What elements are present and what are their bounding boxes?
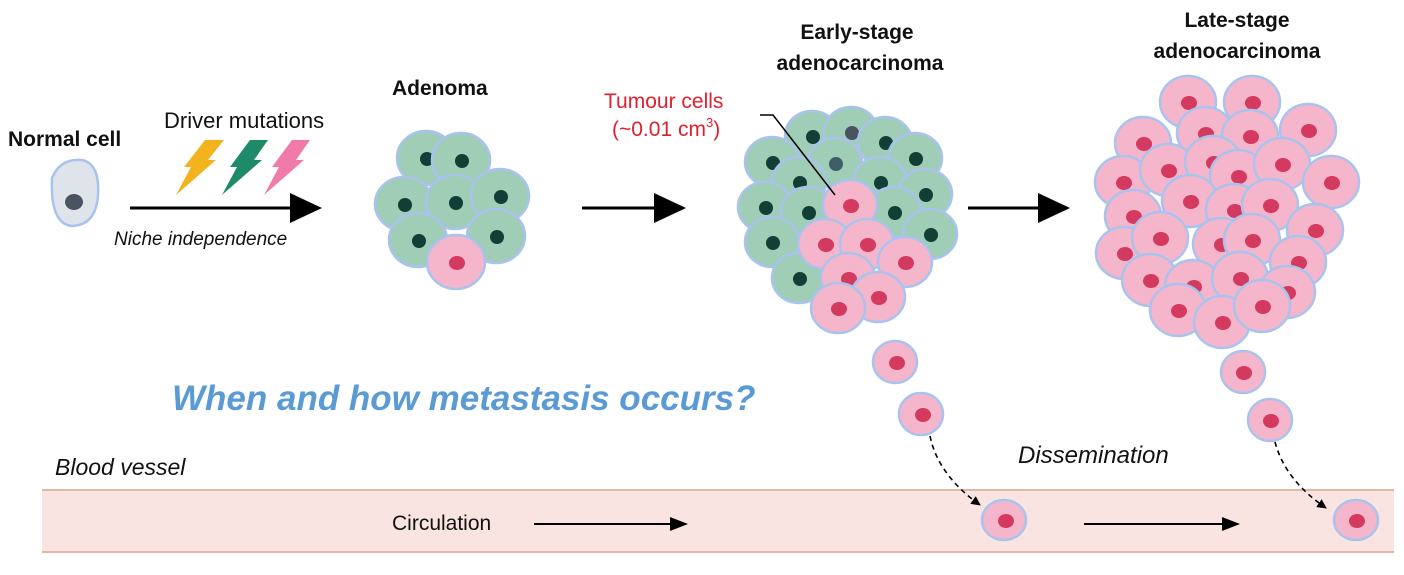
adenoma-cell-nucleus	[766, 236, 780, 250]
tumour-cell-nucleus	[1245, 96, 1261, 110]
tumour-cell-nucleus	[1231, 170, 1247, 184]
adenoma-cell-nucleus	[398, 198, 412, 212]
tumour-cell-nucleus	[831, 302, 847, 316]
blood-vessel-label: Blood vessel	[55, 454, 186, 480]
late-stage-label-line2: adenocarcinoma	[1154, 40, 1321, 63]
adenoma-cell-nucleus	[879, 136, 893, 150]
adenoma-cluster	[373, 129, 531, 291]
driver-mutations-label: Driver mutations	[164, 108, 324, 133]
tumour-volume-prefix: (~0.01 cm	[612, 118, 706, 141]
tumour-volume-suffix: )	[713, 118, 720, 141]
late-stage-label-line1: Late-stage	[1184, 9, 1289, 32]
tumour-cell-nucleus	[1243, 130, 1259, 144]
tumour-cell-nucleus	[449, 256, 465, 270]
tumour-cell-nucleus	[1136, 137, 1152, 151]
adenoma-cell-nucleus	[490, 230, 504, 244]
adenoma-cell-nucleus	[806, 130, 820, 144]
tumour-cell-nucleus	[818, 238, 834, 252]
adenoma-label: Adenoma	[392, 77, 488, 100]
tumour-cells-pointer-line	[760, 114, 836, 196]
adenoma-cell-nucleus	[829, 157, 843, 171]
circulation-arrow-head	[670, 517, 688, 531]
yellow-lightning-icon	[176, 140, 224, 195]
disseminating-cell-nucleus	[1263, 414, 1279, 428]
adenoma-cell-nucleus	[802, 206, 816, 220]
tumour-cell-nucleus	[871, 291, 887, 305]
circulation-label: Circulation	[392, 512, 491, 535]
disseminating-cell-nucleus	[1236, 366, 1252, 380]
adenoma-cell-nucleus	[759, 201, 773, 215]
tumour-cell-nucleus	[898, 256, 914, 270]
late-dissemination-path	[1274, 441, 1327, 509]
adenoma-cell-nucleus	[793, 272, 807, 286]
tumour-cell-nucleus	[1117, 247, 1133, 261]
late-stage-cluster	[1093, 74, 1361, 350]
circulating-cell-late	[1332, 498, 1380, 542]
tumour-cell-nucleus	[841, 272, 857, 286]
adenoma-cell-nucleus	[420, 152, 434, 166]
progression-arrow-1-head	[290, 193, 322, 223]
tumour-cell-nucleus	[1215, 316, 1231, 330]
tumour-cell-nucleus	[1227, 204, 1243, 218]
disseminating-cell-nucleus	[889, 356, 905, 370]
tumour-cell-nucleus	[1275, 158, 1291, 172]
pink-lightning-icon	[264, 140, 310, 195]
tumour-cell-nucleus	[1255, 300, 1271, 314]
tumour-cell-nucleus	[1308, 224, 1324, 238]
niche-independence-label: Niche independence	[114, 229, 287, 250]
early-stage-label-line2: adenocarcinoma	[777, 52, 944, 75]
driver-mutation-bolts	[176, 140, 310, 195]
adenoma-cell-nucleus	[919, 188, 933, 202]
tumour-cell-nucleus	[1143, 274, 1159, 288]
circulation-arrow-2-head	[1222, 517, 1240, 531]
tumour-cell-nucleus	[1301, 124, 1317, 138]
tumour-cell-nucleus	[1233, 272, 1249, 286]
circulating-cell-early	[980, 498, 1028, 542]
early-disseminating-cells	[871, 339, 945, 437]
early-dissemination-path	[929, 435, 981, 506]
tumour-cell-nucleus	[860, 238, 876, 252]
question-text: When and how metastasis occurs?	[172, 379, 755, 418]
tumour-cell-nucleus	[1171, 304, 1187, 318]
circulating-cell-nucleus	[1349, 514, 1365, 528]
tumour-cell-nucleus	[1263, 199, 1279, 213]
normal-cell-nucleus	[65, 194, 83, 210]
circulating-cell-nucleus	[998, 514, 1014, 528]
tumour-cell-nucleus	[1116, 176, 1132, 190]
early-stage-label-line1: Early-stage	[800, 21, 913, 44]
tumour-cell-nucleus	[1153, 232, 1169, 246]
early-stage-cluster	[736, 105, 959, 335]
adenoma-cell-nucleus	[924, 228, 938, 242]
tumour-cell-nucleus	[1181, 96, 1197, 110]
adenoma-cell-nucleus	[494, 190, 508, 204]
progression-arrow-2-head	[654, 193, 686, 223]
adenoma-cell-nucleus	[449, 196, 463, 210]
adenoma-cell-nucleus	[888, 206, 902, 220]
normal-cell-label: Normal cell	[8, 128, 121, 151]
vessel-lumen	[42, 490, 1394, 552]
tumour-volume-exponent: 3	[706, 115, 713, 130]
green-lightning-icon	[222, 140, 268, 195]
adenoma-cell-nucleus	[874, 176, 888, 190]
normal-cell-cytoplasm	[50, 158, 100, 228]
dissemination-label: Dissemination	[1018, 442, 1169, 469]
disseminating-cell-nucleus	[915, 408, 931, 422]
tumour-cells-label: Tumour cells	[604, 90, 723, 113]
adenoma-cell-nucleus	[412, 234, 426, 248]
late-disseminating-cells	[1219, 349, 1294, 443]
tumour-cell-nucleus	[1324, 176, 1340, 190]
tumour-volume-label: (~0.01 cm3)	[612, 115, 720, 141]
tumour-cell-nucleus	[1183, 195, 1199, 209]
adenoma-cell-nucleus	[845, 126, 859, 140]
adenoma-cell-nucleus	[909, 152, 923, 166]
blood-vessel	[42, 489, 1394, 553]
tumour-cell-nucleus	[843, 199, 859, 213]
tumour-cell-nucleus	[1161, 164, 1177, 178]
adenoma-cell-nucleus	[455, 154, 469, 168]
progression-arrow-3-head	[1038, 193, 1070, 223]
normal-cell	[50, 158, 100, 228]
tumour-cell-nucleus	[1245, 234, 1261, 248]
